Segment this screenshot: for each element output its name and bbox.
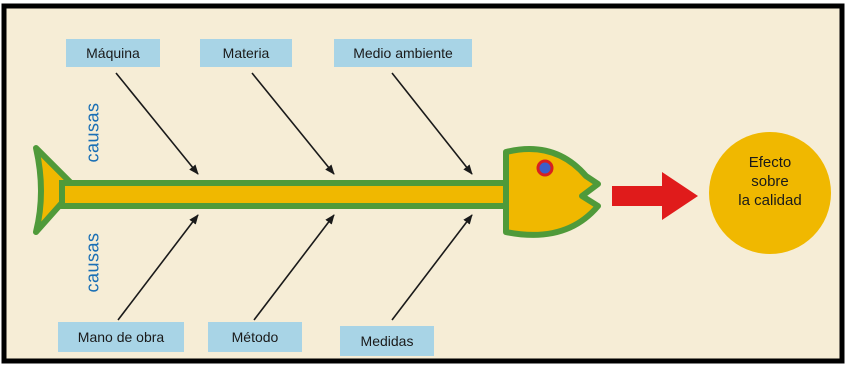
cause-box-mano-de-obra: Mano de obra — [58, 322, 184, 352]
cause-box-medidas: Medidas — [340, 326, 434, 356]
effect-label: Efecto sobre la calidad — [708, 153, 832, 210]
effect-line-3: la calidad — [708, 191, 832, 210]
fish-eye — [538, 161, 552, 175]
cause-box-maquina: Máquina — [66, 39, 160, 67]
cause-box-metodo: Método — [208, 322, 302, 352]
side-label-causas-top: causas — [83, 98, 104, 168]
cause-box-medio-ambiente: Medio ambiente — [334, 39, 472, 67]
side-label-causas-bottom: causas — [83, 228, 104, 298]
fish-spine — [62, 183, 512, 206]
effect-line-1: Efecto — [708, 153, 832, 172]
cause-box-materia: Materia — [200, 39, 292, 67]
effect-line-2: sobre — [708, 172, 832, 191]
